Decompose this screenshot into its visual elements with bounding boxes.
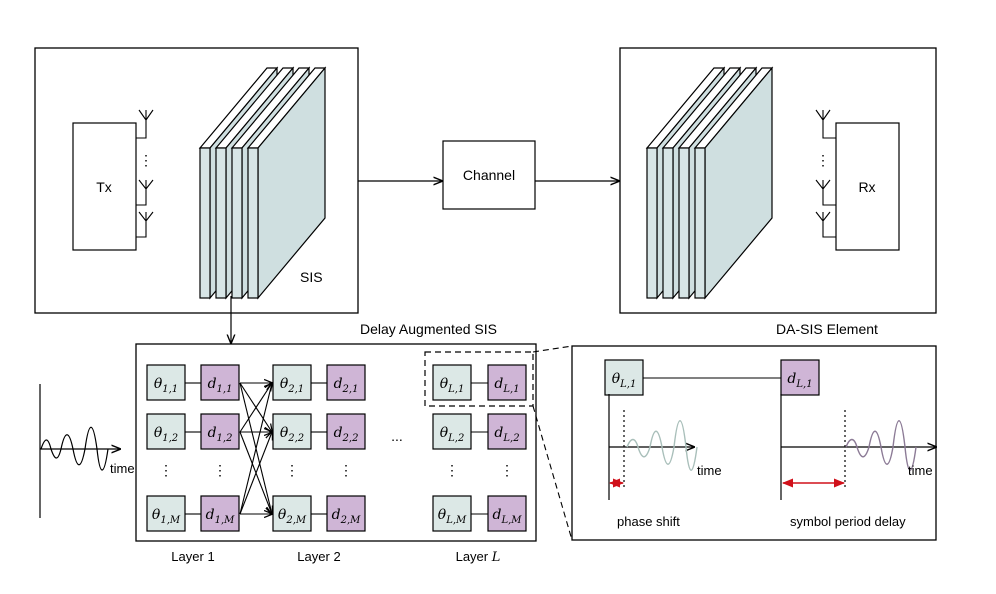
phase-time-label: time (697, 463, 722, 478)
symbol-delay-label: symbol period delay (790, 514, 906, 529)
theta-cell: θ2,2 (272, 413, 312, 450)
phase-shift-plot: time phase shift (608, 394, 722, 529)
detail-theta-cell: θL,1 (604, 359, 644, 396)
receiver-frame (619, 47, 937, 314)
delay-cell: d2,M (326, 495, 366, 532)
theta-cell: θ2,M (272, 495, 312, 532)
input-wave (40, 426, 109, 471)
delay-cell: d1,1 (200, 364, 240, 401)
theta-cell: θ1,2 (146, 413, 186, 450)
vertical-ellipsis: ⋮ (285, 462, 299, 478)
zoom-line-top (532, 345, 573, 353)
zoom-line-bottom (532, 405, 573, 541)
theta-cell: θL,2 (432, 413, 472, 450)
vertical-ellipsis: ⋮ (159, 462, 173, 478)
vertical-ellipsis: ⋮ (339, 462, 353, 478)
rx-sis-panel (693, 66, 774, 300)
phase-shifted-wave (626, 420, 698, 471)
theta-cell: θ1,M (146, 495, 186, 532)
phase-shift-label: phase shift (617, 514, 680, 529)
tx-sis-stack (198, 66, 327, 300)
vertical-ellipsis: ⋮ (445, 462, 459, 478)
theta-cell: θ1,1 (146, 364, 186, 401)
layers-ellipsis: ... (391, 428, 403, 444)
vertical-ellipsis: ⋮ (213, 462, 227, 478)
rx-antenna-array (815, 109, 836, 238)
channel-block (442, 140, 536, 210)
da-sis-element-title: DA-SIS Element (776, 321, 878, 337)
rx-sis-stack (645, 66, 774, 300)
input-time-label: time (110, 461, 135, 476)
delay-cell: d1,M (200, 495, 240, 532)
layer-l-label: Layer L (456, 549, 501, 565)
delay-cell: dL,1 (487, 364, 527, 401)
channel-label: Channel (463, 167, 515, 183)
highlight-box (424, 351, 534, 407)
vertical-ellipses: ⋮ ⋮ ⋮ ⋮ ⋮ ⋮ (159, 462, 514, 478)
delay-augmented-sis-title: Delay Augmented SIS (360, 321, 497, 337)
theta-cell: θL,M (432, 495, 472, 532)
tx-label: Tx (96, 179, 112, 195)
delayed-wave (845, 420, 917, 471)
delay-cell: d2,1 (326, 364, 366, 401)
delay-cell: d2,2 (326, 413, 366, 450)
rx-antenna-ellipsis: ⋮ (816, 152, 830, 168)
delay-cell: dL,M (487, 495, 527, 532)
input-wave-graph: time (39, 384, 135, 518)
layer-1-label: Layer 1 (171, 549, 214, 564)
tx-block (72, 122, 137, 251)
delay-cell: d1,2 (200, 413, 240, 450)
layer-connections (239, 383, 272, 514)
rx-label: Rx (858, 179, 875, 195)
tx-sis-panel (246, 66, 327, 300)
delay-cell: dL,2 (487, 413, 527, 450)
tx-antenna-array (136, 109, 154, 238)
element-detail-cells: θL,1 dL,1 (604, 359, 820, 396)
theta-cell: θ2,1 (272, 364, 312, 401)
delay-time-label: time (908, 463, 933, 478)
vertical-ellipsis: ⋮ (500, 462, 514, 478)
symbol-delay-plot: time symbol period delay (780, 394, 936, 529)
tx-antenna-ellipsis: ⋮ (139, 152, 153, 168)
rx-block (835, 122, 900, 251)
theta-cell: θL,1 (432, 364, 472, 401)
detail-delay-cell: dL,1 (780, 359, 820, 396)
network-frame (135, 343, 537, 542)
sis-label: SIS (300, 269, 323, 285)
layer-2-label: Layer 2 (297, 549, 340, 564)
network-cells: θ1,1 d1,1 θ1,2 d1,2 θ1,M d1,M θ2,1 d2,1 θ2,2 d2,2… (146, 364, 527, 532)
